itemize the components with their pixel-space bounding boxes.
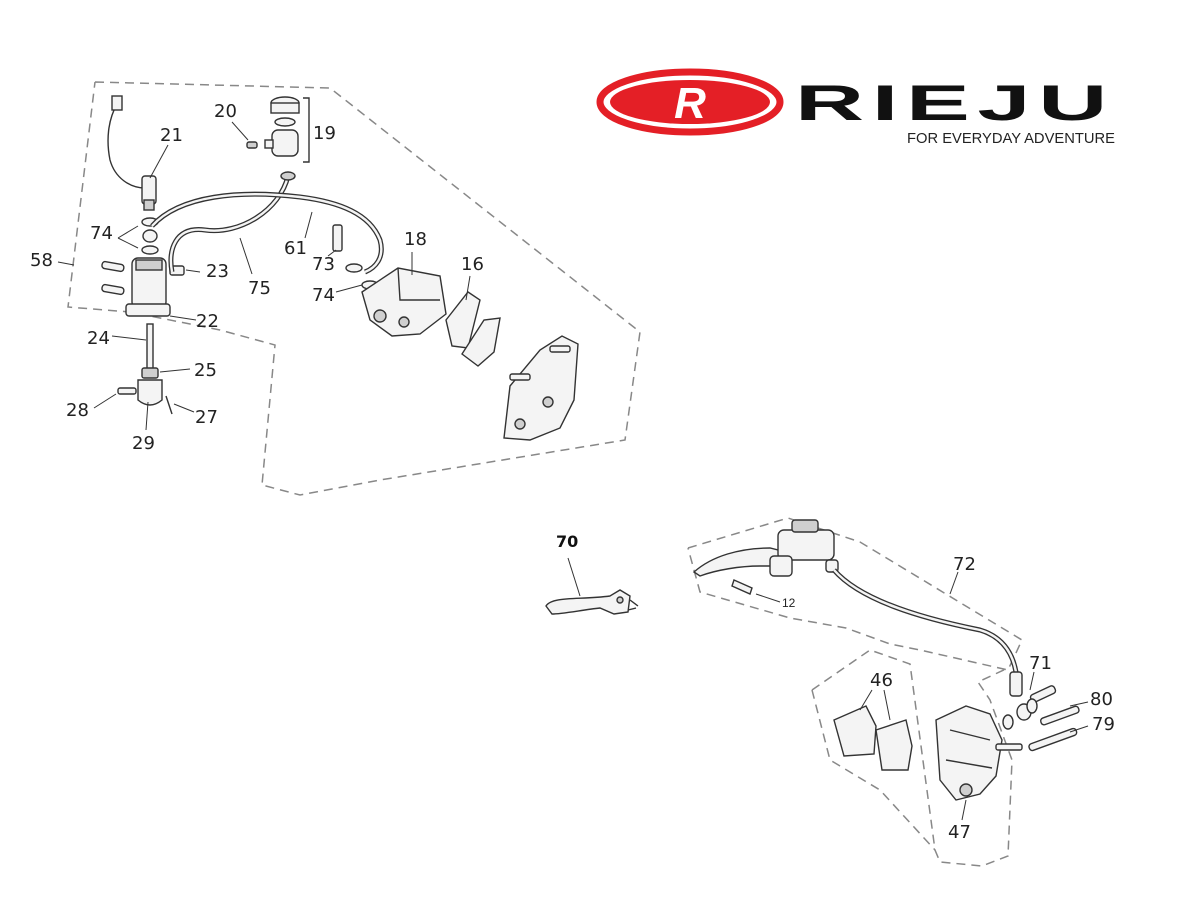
callout-58: 58 [30,250,53,271]
callout-74-bottom: 74 [312,285,335,306]
master-cylinder-flange-icon [125,303,171,317]
callout-21: 21 [160,125,183,146]
brand-name: RIEJU [795,75,1115,131]
hose-end-top-icon [111,95,123,111]
logo-letter: R [674,79,706,128]
bolt-80-icon [1039,705,1080,726]
callout-27: 27 [195,407,218,428]
clevis-29-icon [137,379,163,406]
banjo-nut-icon [143,199,155,211]
rear-brake-group: 20 19 21 74 58 23 75 61 73 74 18 16 22 2… [30,81,641,496]
callout-46: 46 [870,670,893,691]
bolt-28-icon [117,387,137,395]
front-clamp-icon [769,555,793,577]
callout-22: 22 [196,311,219,332]
pivot-pin-12-icon [731,579,753,595]
bolt-73-icon [332,224,343,252]
callout-71: 71 [1029,653,1052,674]
callout-23: 23 [206,261,229,282]
callout-47: 47 [948,822,971,843]
front-banjo-icon [1009,671,1023,697]
callout-16: 16 [461,254,484,275]
clamp-icon [280,171,296,181]
rear-group-outline [67,81,641,496]
screw-20-icon [246,141,258,149]
bracket-pin-a-icon [509,373,531,381]
front-master-outline [687,517,1023,671]
callout-12: 12 [782,596,796,610]
lever-70-icon [545,589,631,615]
clutch-lever-group: 70 [545,532,639,615]
front-pad-a-icon [833,705,877,757]
reservoir-cap-body-icon [270,102,300,114]
pad-spring-icon [461,317,501,367]
front-caliper-outline-left [811,689,936,851]
callout-75: 75 [248,278,271,299]
front-reservoir-cap-icon [791,519,819,533]
logo-red-fill-icon [610,80,770,124]
front-brake-group: 72 12 71 46 80 79 47 [687,517,1115,867]
front-washer-c-icon [1026,698,1038,714]
callout-73: 73 [312,254,335,275]
reservoir-hose-75 [168,175,291,273]
front-outlet-icon [825,559,839,573]
bracket-pin-b-icon [549,345,571,353]
reservoir-seal-icon [274,117,296,127]
callout-74-top: 74 [90,223,113,244]
pin-27-icon [165,395,173,415]
brake-pad-16-icon [445,291,481,349]
reservoir-tab-icon [264,139,274,149]
pushrod-24-icon [146,323,154,371]
callout-61: 61 [284,238,307,259]
callout-70: 70 [556,532,578,551]
upper-hose-icon [107,103,146,189]
mounting-bolts-icon [101,260,125,296]
front-pad-b-icon [875,719,913,771]
caliper-pin-icon [995,743,1023,751]
nut-25-icon [141,367,159,379]
reservoir-bracket [303,97,310,163]
callout-18: 18 [404,229,427,250]
callout-72: 72 [953,554,976,575]
callout-24: 24 [87,328,110,349]
master-cylinder-cap-icon [135,259,163,271]
callout-28: 28 [66,400,89,421]
brand-tagline: FOR EVERYDAY ADVENTURE [907,130,1115,147]
callout-25: 25 [194,360,217,381]
front-brake-line [832,568,1019,673]
caliper-bracket-icon [503,335,579,441]
front-washer-a-icon [1002,714,1014,730]
callout-19: 19 [313,123,336,144]
washer-74-d-icon [345,263,363,273]
rieju-logo: R RIEJU FOR EVERYDAY ADVENTURE [596,68,1115,147]
callout-80: 80 [1090,689,1113,710]
bolt-79-icon [1028,727,1078,752]
callout-79: 79 [1092,714,1115,735]
front-caliper-47-icon [935,705,1003,801]
reservoir-body-icon [271,129,299,157]
washer-74-b-icon [142,229,158,243]
callout-20: 20 [214,101,237,122]
washer-74-c-icon [141,245,159,255]
callout-29: 29 [132,433,155,454]
front-caliper-outline [811,649,1013,867]
logo-red-ring-icon [596,68,784,136]
